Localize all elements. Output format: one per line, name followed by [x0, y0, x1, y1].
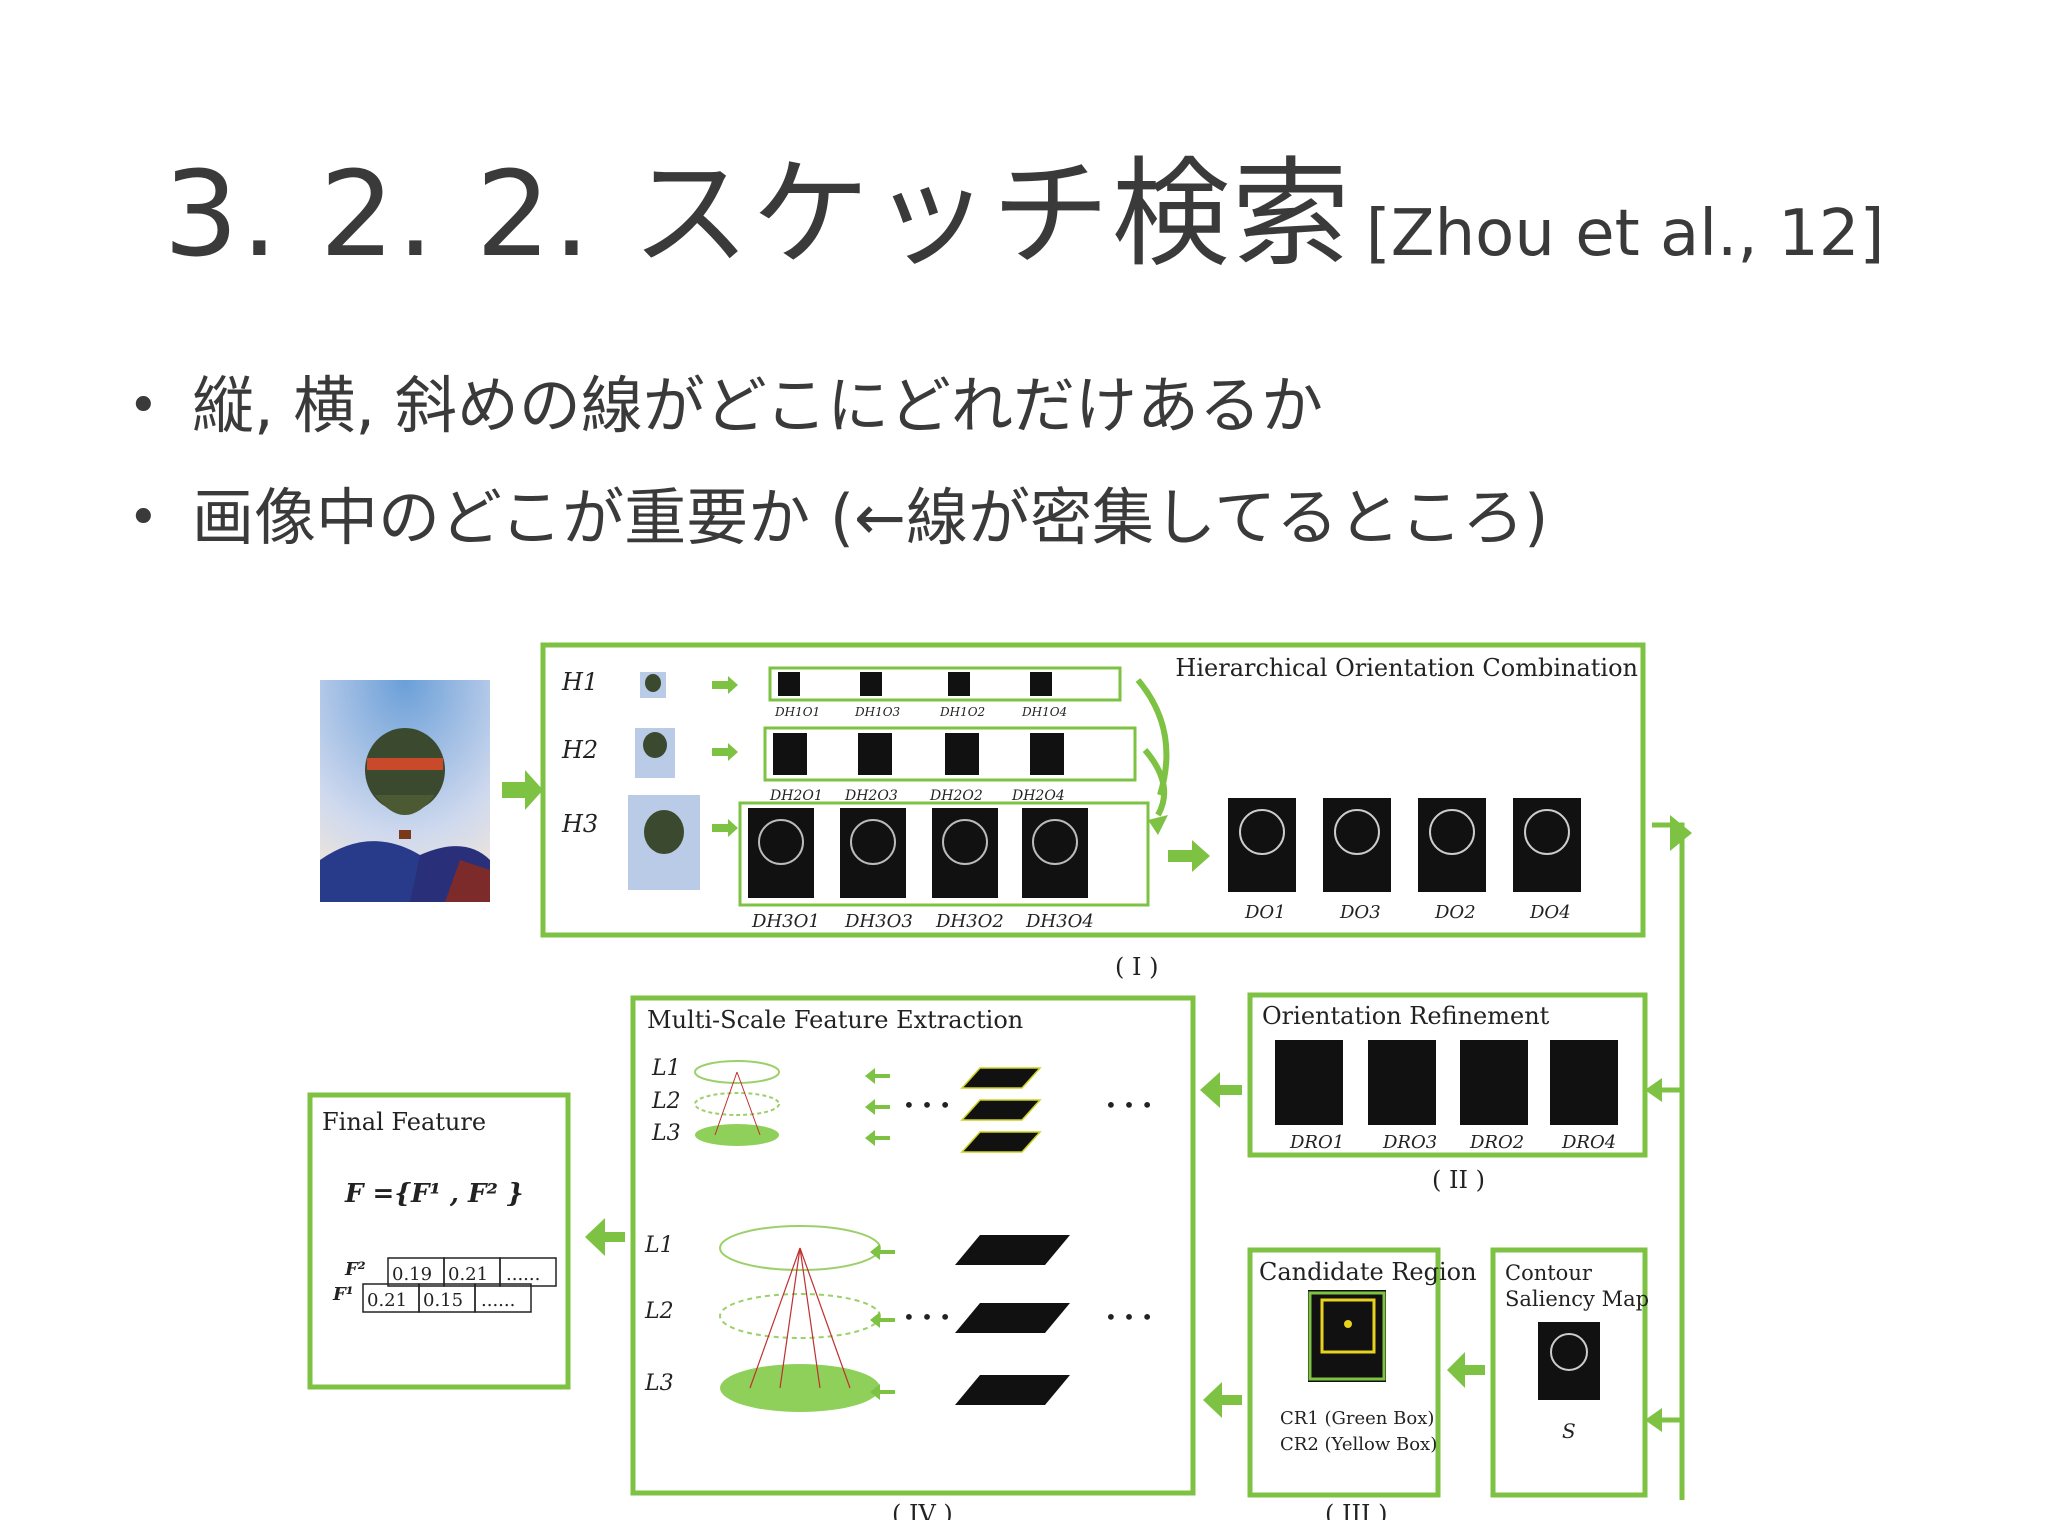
output-label: DO2 — [1434, 902, 1476, 923]
ellipsis: • • • — [903, 1093, 951, 1117]
level-h3: H3 — [561, 810, 598, 838]
f2-value: ...... — [506, 1264, 540, 1285]
arrow-left — [585, 1218, 625, 1256]
panel-multiscale-feature: Multi-Scale Feature Extraction L1 L2 L3 … — [630, 995, 1196, 1496]
panel-orientation-refinement: Orientation Refinement DRO1 DRO3 DRO2 DR… — [1247, 992, 1648, 1158]
h2-label: DH2O3 — [844, 788, 898, 804]
f1-value: 0.15 — [423, 1290, 463, 1311]
ellipsis: • • • — [1105, 1093, 1153, 1117]
stage-iii-label: ( III ) — [1325, 1500, 1387, 1520]
arrow-right — [1168, 840, 1210, 872]
layer-label: L2 — [644, 1299, 674, 1324]
saliency-title-2: Saliency Map — [1505, 1287, 1649, 1311]
bullet-item: • 縦, 横, 斜めの線がどこにどれだけあるか — [120, 350, 1548, 462]
pipeline-diagram: Hierarchical Orientation Combination H1 … — [307, 642, 1692, 1520]
h2-label: DH2O1 — [769, 788, 823, 804]
stage-i-label: ( I ) — [1115, 953, 1158, 981]
bullet-marker: • — [128, 488, 159, 548]
cr1-label: CR1 (Green Box) — [1280, 1408, 1434, 1429]
arrow-right — [502, 770, 543, 810]
refined-label: DRO2 — [1469, 1132, 1524, 1153]
output-label: DO1 — [1244, 902, 1286, 923]
slide-title: 3. 2. 2. スケッチ検索[Zhou et al., 12] — [0, 118, 2048, 289]
f1-value: ...... — [481, 1290, 515, 1311]
layer-label: L3 — [644, 1371, 674, 1396]
panel-final-feature: Final Feature F ={F¹ , F² } F² F¹ 0.19 0… — [307, 1092, 571, 1390]
arrow-left — [1447, 1352, 1485, 1388]
refined-label: DRO1 — [1289, 1132, 1344, 1153]
h3-label: DH3O3 — [844, 911, 913, 932]
pipeline-figure: Hierarchical Orientation Combination H1 … — [300, 620, 1800, 1520]
h3-label: DH3O1 — [751, 911, 820, 932]
f1-value: 0.21 — [367, 1290, 407, 1311]
output-label: DO3 — [1339, 902, 1381, 923]
h1-label: DH1O3 — [854, 705, 901, 719]
h2-label: DH2O2 — [929, 788, 983, 804]
saliency-title-1: Contour — [1505, 1261, 1593, 1285]
h2-label: DH2O4 — [1011, 788, 1065, 804]
layer-label: L3 — [651, 1121, 681, 1146]
panel-candidate-region: Candidate Region CR1 (Green Box) CR2 (Ye… — [1247, 1247, 1477, 1498]
panel-iv-title: Multi-Scale Feature Extraction — [647, 1006, 1023, 1034]
f2-value: 0.19 — [392, 1264, 432, 1285]
bullet-text: 縦, 横, 斜めの線がどこにどれだけあるか — [192, 369, 1323, 442]
layer-label: L1 — [651, 1056, 681, 1081]
f2-label: F² — [344, 1259, 366, 1280]
ellipsis: • • • — [1105, 1305, 1153, 1329]
h1-label: DH1O1 — [774, 705, 820, 719]
bullet-list: • 縦, 横, 斜めの線がどこにどれだけあるか • 画像中のどこが重要か (←線… — [120, 350, 1548, 574]
stage-ii-label: ( II ) — [1432, 1166, 1485, 1194]
bullet-marker: • — [128, 376, 159, 436]
f2-value: 0.21 — [448, 1264, 488, 1285]
saliency-symbol: S — [1562, 1419, 1576, 1443]
panel-ii-title: Orientation Refinement — [1262, 1002, 1550, 1030]
cr2-label: CR2 (Yellow Box) — [1280, 1434, 1437, 1455]
title-citation: [Zhou et al., 12] — [1365, 197, 1885, 271]
h1-label: DH1O2 — [939, 705, 985, 719]
output-label: DO4 — [1529, 902, 1571, 923]
panel-i-title: Hierarchical Orientation Combination — [1175, 654, 1638, 682]
ellipsis: • • • — [903, 1305, 951, 1329]
h1-label: DH1O4 — [1021, 705, 1067, 719]
panel-contour-saliency: Contour Saliency Map S — [1490, 1247, 1649, 1498]
connector-line — [1652, 822, 1685, 1500]
level-h1: H1 — [561, 668, 598, 696]
stage-iv-label: ( IV ) — [892, 1500, 953, 1520]
layer-label: L2 — [651, 1089, 681, 1114]
input-balloon-image — [320, 680, 490, 902]
panel-hierarchical-orientation: Hierarchical Orientation Combination H1 … — [540, 642, 1646, 938]
bullet-text: 画像中のどこが重要か (←線が密集してるところ) — [192, 481, 1549, 554]
refined-label: DRO4 — [1561, 1132, 1616, 1153]
final-title: Final Feature — [322, 1108, 486, 1136]
h3-label: DH3O2 — [935, 911, 1004, 932]
level-labels: H1 H2 H3 — [561, 668, 598, 838]
level-h2: H2 — [561, 736, 598, 764]
f1-label: F¹ — [332, 1284, 354, 1305]
final-formula: F ={F¹ , F² } — [344, 1179, 524, 1209]
refined-label: DRO3 — [1382, 1132, 1437, 1153]
arrow-left — [1200, 1072, 1242, 1108]
title-main: 3. 2. 2. スケッチ検索 — [163, 145, 1352, 283]
layer-label: L1 — [644, 1233, 674, 1258]
bullet-item: • 画像中のどこが重要か (←線が密集してるところ) — [120, 462, 1548, 574]
panel-iii-title: Candidate Region — [1259, 1258, 1477, 1286]
arrow-left — [1203, 1382, 1242, 1418]
h3-label: DH3O4 — [1025, 911, 1094, 932]
